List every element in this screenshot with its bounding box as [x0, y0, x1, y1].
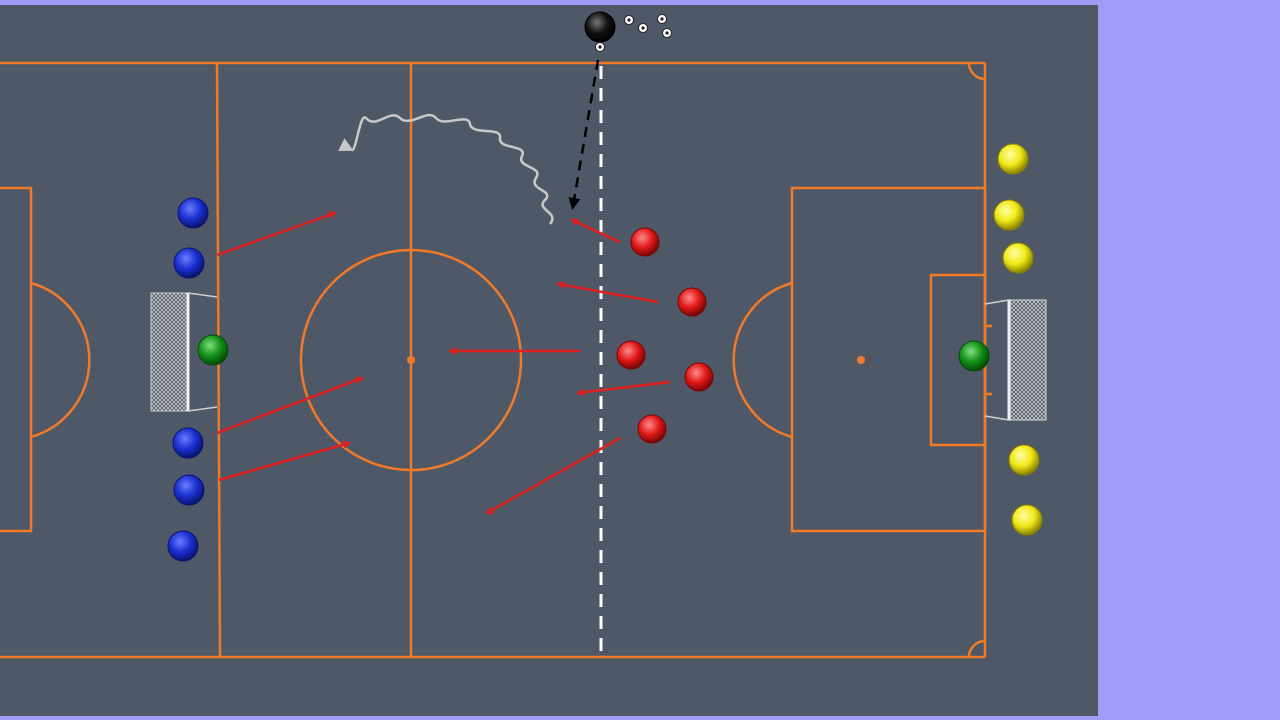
run-arrow-red-4	[576, 380, 671, 397]
left-penalty-arc	[30, 281, 91, 439]
movement-arrows	[216, 211, 671, 515]
red-player[interactable]	[616, 340, 646, 370]
red-team	[616, 227, 714, 444]
left-goal	[150, 292, 218, 412]
ball-icon[interactable]	[662, 28, 672, 38]
run-arrow-red-2	[556, 281, 659, 304]
centre-circle	[299, 248, 523, 472]
corner-arc-top-right	[967, 62, 986, 81]
pass-path	[568, 59, 600, 210]
corner-arc-bottom-right	[967, 639, 986, 658]
red-player[interactable]	[677, 287, 707, 317]
yellow-player[interactable]	[997, 143, 1029, 175]
red-player[interactable]	[684, 362, 714, 392]
goalkeeper-left[interactable]	[197, 334, 229, 366]
blue-player[interactable]	[173, 474, 205, 506]
ball-icon[interactable]	[657, 14, 667, 24]
yellow-player[interactable]	[993, 199, 1025, 231]
run-arrow-blue-1	[216, 211, 337, 257]
left-penalty-box	[0, 186, 33, 533]
yellow-player[interactable]	[1011, 504, 1043, 536]
ball-icon[interactable]	[595, 42, 605, 52]
blue-player[interactable]	[167, 530, 199, 562]
red-player[interactable]	[637, 414, 667, 444]
goalkeepers	[197, 334, 990, 372]
yellow-player[interactable]	[1008, 444, 1040, 476]
run-arrow-blue-3	[218, 440, 351, 482]
red-player[interactable]	[630, 227, 660, 257]
dribble-path	[338, 113, 554, 225]
penalty-spot-right	[857, 356, 865, 364]
run-arrow-blue-2	[216, 376, 364, 435]
right-goal	[984, 299, 1047, 421]
blue-player[interactable]	[172, 427, 204, 459]
yellow-player[interactable]	[1002, 242, 1034, 274]
blue-player[interactable]	[173, 247, 205, 279]
right-penalty-arc	[732, 281, 793, 439]
run-arrow-red-5	[485, 436, 621, 515]
centre-spot	[407, 356, 415, 364]
ball-icon[interactable]	[638, 23, 648, 33]
yellow-reserves	[993, 143, 1043, 536]
blue-team	[167, 197, 209, 562]
ball-icon[interactable]	[624, 15, 634, 25]
blue-player[interactable]	[177, 197, 209, 229]
ball-supply	[595, 14, 672, 52]
coach[interactable]	[584, 11, 616, 43]
goalkeeper-right[interactable]	[958, 340, 990, 372]
run-arrow-red-1	[570, 218, 621, 244]
